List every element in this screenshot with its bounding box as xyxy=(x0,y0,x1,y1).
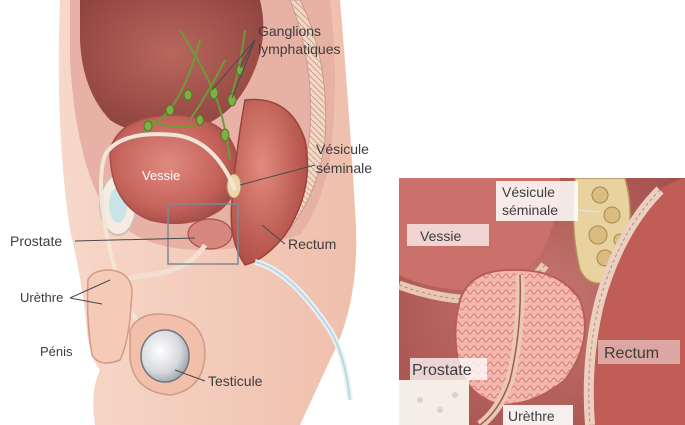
vesicule-label-line2: séminale xyxy=(316,160,372,176)
prostate xyxy=(188,219,232,249)
zoom-urethre-label: Urèthre xyxy=(508,408,555,424)
testicle xyxy=(141,330,189,382)
testicule-label: Testicule xyxy=(208,373,263,389)
vesicule-label-line1: Vésicule xyxy=(316,141,369,157)
urethre-label: Urèthre xyxy=(20,290,63,305)
zoom-prostate-label: Prostate xyxy=(412,362,472,379)
ganglions-label-line1: Ganglions xyxy=(258,23,321,39)
zoom-vesicule-label-line1: Vésicule xyxy=(502,184,555,200)
zoom-panel: Vésicule séminale Vessie Prostate Rectum… xyxy=(399,178,685,425)
zoom-vessie-label: Vessie xyxy=(420,228,461,244)
ganglions-label-line2: lymphatiques xyxy=(258,41,341,57)
vessie-label: Vessie xyxy=(142,168,180,183)
penis-label: Pénis xyxy=(40,344,73,359)
prostate-label: Prostate xyxy=(10,233,62,249)
main-anatomy-panel: Ganglions lymphatiques Vésicule séminale… xyxy=(10,0,372,425)
zoom-vesicule-label-line2: séminale xyxy=(502,202,558,218)
zoom-rectum-label: Rectum xyxy=(604,345,659,362)
rectum-label: Rectum xyxy=(288,236,336,252)
